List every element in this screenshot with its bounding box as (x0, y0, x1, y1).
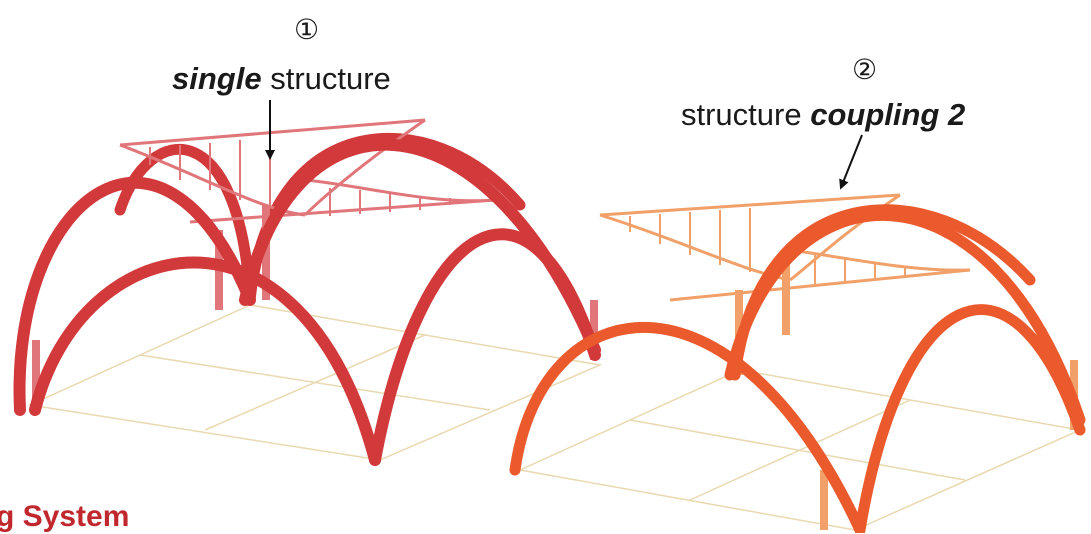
structure-2-label-emphasis: coupling 2 (810, 97, 966, 132)
arrow-2 (839, 134, 863, 190)
structure-2-floor (517, 369, 1083, 531)
structure-1-label-emphasis: single (172, 61, 262, 96)
structure-1 (13, 118, 603, 466)
structure-1-label: single structure (172, 62, 391, 96)
structure-1-truss (119, 118, 496, 224)
structure-2-columns (735, 255, 1078, 530)
section-title: g System (0, 500, 130, 533)
structure-2-label-rest: structure (681, 97, 811, 132)
structure-2-label: structure coupling 2 (681, 98, 965, 132)
structure-1-number: ① (294, 14, 320, 45)
structure-1-floor (27, 304, 603, 461)
structure-1-front-arches (13, 138, 601, 466)
structure-1-label-rest: structure (261, 61, 391, 96)
structure-2 (509, 193, 1086, 533)
structure-2-number: ② (852, 54, 878, 85)
structure-2-arches (509, 204, 1086, 533)
